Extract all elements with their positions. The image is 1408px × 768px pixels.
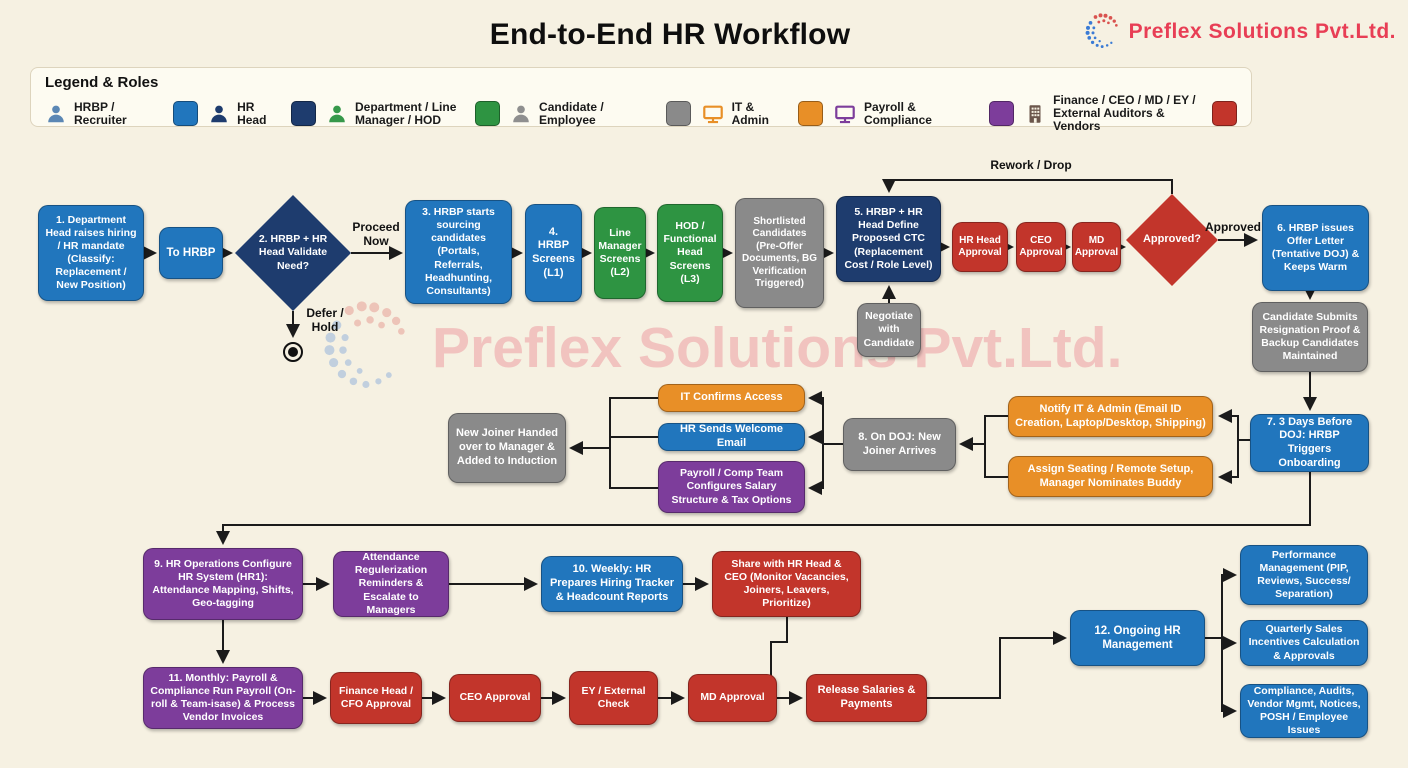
node-assign-seating: Assign Seating / Remote Setup, Manager N… bbox=[1008, 456, 1213, 497]
node-sourcing-candidates: 3. HRBP starts sourcing candidates (Port… bbox=[405, 200, 512, 304]
node-cfo-approval: Finance Head / CFO Approval bbox=[330, 672, 422, 724]
person-icon bbox=[208, 103, 230, 125]
node-trigger-onboarding: 7. 3 Days Before DOJ: HRBP Triggers Onbo… bbox=[1250, 414, 1369, 472]
legend-label: Payroll & Compliance bbox=[863, 99, 932, 127]
node-ceo-approval-2: CEO Approval bbox=[449, 674, 541, 722]
color-chip-candidate bbox=[665, 101, 691, 127]
monitor-icon bbox=[701, 103, 725, 125]
legend-label: IT & Admin bbox=[731, 99, 769, 127]
node-hrbp-screens-l1: 4. HRBP Screens (L1) bbox=[525, 204, 582, 302]
node-ey-external-check: EY / External Check bbox=[569, 671, 658, 725]
node-weekly-hiring-tracker: 10. Weekly: HR Prepares Hiring Tracker &… bbox=[541, 556, 683, 612]
edge-label-approved: Approved bbox=[1204, 220, 1261, 234]
edge-label-proceed-now: Proceed Now bbox=[352, 220, 400, 248]
node-department-mandate: 1. Department Head raises hiring / HR ma… bbox=[38, 205, 144, 301]
person-icon bbox=[326, 103, 348, 125]
person-icon bbox=[45, 103, 67, 125]
monitor-icon bbox=[833, 103, 857, 125]
node-shortlisted-candidates: Shortlisted Candidates (Pre-Offer Docume… bbox=[735, 198, 824, 308]
node-compliance-audits: Compliance, Audits, Vendor Mgmt, Notices… bbox=[1240, 684, 1368, 738]
color-chip-hr-head bbox=[291, 101, 317, 127]
legend-item-hrbp: HRBP / Recruiter bbox=[45, 99, 199, 127]
node-hr-ops-configure-system: 9. HR Operations Configure HR System (HR… bbox=[143, 548, 303, 620]
edge-label-rework-drop: Rework / Drop bbox=[990, 158, 1072, 172]
node-ongoing-hr-management: 12. Ongoing HR Management bbox=[1070, 610, 1205, 666]
legend-item-payroll: Payroll & Compliance bbox=[833, 99, 1015, 127]
node-resignation-proof: Candidate Submits Resignation Proof & Ba… bbox=[1252, 302, 1368, 372]
terminal-end-icon bbox=[283, 342, 303, 362]
node-line-manager-screens-l2: Line Manager Screens (L2) bbox=[594, 207, 646, 299]
node-quarterly-incentives: Quarterly Sales Incentives Calculation &… bbox=[1240, 620, 1368, 666]
node-define-proposed-ctc: 5. HRBP + HR Head Define Proposed CTC (R… bbox=[836, 196, 941, 282]
legend-label: HR Head bbox=[237, 99, 267, 127]
legend-item-it-admin: IT & Admin bbox=[701, 99, 823, 127]
node-hod-screens-l3: HOD / Functional Head Screens (L3) bbox=[657, 204, 723, 302]
legend-panel: Legend & Roles HRBP / Recruiter HR Head … bbox=[30, 67, 1252, 133]
node-md-approval-2: MD Approval bbox=[688, 674, 777, 722]
legend-item-candidate: Candidate / Employee bbox=[510, 99, 691, 127]
node-attendance-regularization: Attendance Regulerization Reminders & Es… bbox=[333, 551, 449, 617]
legend-label: Finance / CEO / MD / EY / External Audit… bbox=[1053, 93, 1196, 134]
node-new-joiner-arrives: 8. On DOJ: New Joiner Arrives bbox=[843, 418, 956, 471]
edge-label-defer-hold: Defer / Hold bbox=[306, 306, 344, 334]
legend-item-line-manager: Department / Line Manager / HOD bbox=[326, 99, 501, 127]
node-offer-letter: 6. HRBP issues Offer Letter (Tentative D… bbox=[1262, 205, 1369, 291]
color-chip-it-admin bbox=[797, 101, 823, 127]
legend-item-finance: Finance / CEO / MD / EY / External Audit… bbox=[1024, 93, 1237, 134]
brand-logo: Preflex Solutions Pvt.Ltd. bbox=[1083, 12, 1396, 52]
dotted-swirl-icon bbox=[1085, 13, 1118, 48]
node-notify-it-admin: Notify IT & Admin (Email ID Creation, La… bbox=[1008, 396, 1213, 437]
node-handover-to-manager: New Joiner Handed over to Manager & Adde… bbox=[448, 413, 566, 483]
legend-label: Candidate / Employee bbox=[539, 99, 604, 127]
node-hr-welcome-email: HR Sends Welcome Email bbox=[658, 423, 805, 451]
node-md-approval-1: MD Approval bbox=[1072, 222, 1121, 272]
node-release-salaries: Release Salaries & Payments bbox=[806, 674, 927, 722]
color-chip-line-manager bbox=[475, 101, 501, 127]
node-hr-head-approval: HR Head Approval bbox=[952, 222, 1008, 272]
node-to-hrbp: To HRBP bbox=[159, 227, 223, 279]
node-share-with-hr-head-ceo: Share with HR Head & CEO (Monitor Vacanc… bbox=[712, 551, 861, 617]
legend-label: HRBP / Recruiter bbox=[74, 99, 127, 127]
node-performance-management: Performance Management (PIP, Reviews, Su… bbox=[1240, 545, 1368, 605]
legend-label: Department / Line Manager / HOD bbox=[355, 99, 457, 127]
building-icon bbox=[1024, 102, 1046, 126]
legend-title: Legend & Roles bbox=[45, 74, 159, 91]
node-monthly-payroll: 11. Monthly: Payroll & Compliance Run Pa… bbox=[143, 667, 303, 729]
node-ceo-approval-1: CEO Approval bbox=[1016, 222, 1066, 272]
node-payroll-configures-salary: Payroll / Comp Team Configures Salary St… bbox=[658, 461, 805, 513]
page-title: End-to-End HR Workflow bbox=[489, 18, 851, 51]
person-icon bbox=[510, 103, 532, 125]
legend-item-hr-head: HR Head bbox=[208, 99, 317, 127]
node-negotiate-candidate: Negotiate with Candidate bbox=[857, 303, 921, 357]
legend-row: HRBP / Recruiter HR Head Department / Li… bbox=[45, 93, 1237, 134]
brand-name: Preflex Solutions Pvt.Ltd. bbox=[1128, 20, 1396, 43]
color-chip-finance bbox=[1212, 101, 1237, 127]
node-it-confirms-access: IT Confirms Access bbox=[658, 384, 805, 412]
color-chip-payroll bbox=[989, 101, 1015, 127]
color-chip-hrbp bbox=[173, 101, 199, 127]
